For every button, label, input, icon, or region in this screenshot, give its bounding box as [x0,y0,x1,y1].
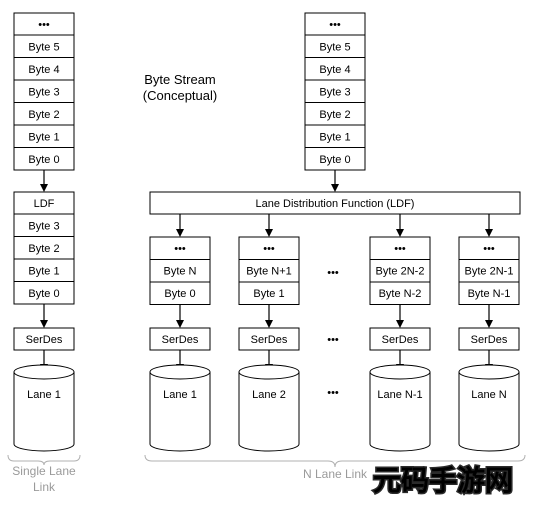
lane-ellipsis: ••• [483,243,495,255]
byte-stream-caption-line2: (Conceptual) [143,88,217,103]
single-serdes-label: SerDes [26,334,63,346]
single-ldf-byte-label: Byte 0 [28,288,59,300]
lanes-gap-ellipsis-bytes: ••• [327,267,339,279]
single-stream-byte-label: Byte 0 [28,154,59,166]
n-lane-bracket [144,454,526,468]
single-ldf-byte-label: Byte 2 [28,243,59,255]
lane-serdes-label: SerDes [251,334,288,346]
lane-cylinder-body [458,372,520,452]
lane-bottom-byte-label: Byte 1 [253,288,284,300]
single-lane-cylinder-body [13,372,75,452]
single-lane-bracket [7,454,81,466]
single-lane-label: Lane 1 [27,389,61,401]
single-stream-byte-label: Byte 1 [28,131,59,143]
lane-cylinder-top [238,364,300,380]
single-lane-ldf-stack: LDF Byte 3 Byte 2 Byte 1 Byte 0 [13,191,75,305]
lane-serdes-label: SerDes [162,334,199,346]
single-lane-stream-stack: ••• Byte 5 Byte 4 Byte 3 Byte 2 Byte 1 Byte 0 [13,12,75,171]
lane-bottom-byte-label: Byte N-1 [468,288,511,300]
lane-label: Lane N-1 [377,389,422,401]
single-ldf-byte-label: Byte 3 [28,220,59,232]
single-stream-byte-label: Byte 4 [28,64,59,76]
lane-cylinder-top [149,364,211,380]
lane-serdes-label: SerDes [471,334,508,346]
lane-label: Lane 2 [252,389,286,401]
lane-serdes-label: SerDes [382,334,419,346]
single-stream-byte-label: Byte 5 [28,41,59,53]
lane-cylinder [369,364,431,452]
n-lane-stream-stack: ••• Byte 5 Byte 4 Byte 3 Byte 2 Byte 1 Byte 0 [304,12,366,171]
lane-distribution-function-box [149,191,521,215]
lane-cylinder [238,364,300,452]
single-stream-byte-label: Byte 3 [28,86,59,98]
lanes-gap-ellipsis-lanes: ••• [327,387,339,399]
n-stream-byte-label: Byte 3 [319,86,350,98]
byte-stream-caption-line1: Byte Stream [144,72,216,87]
lanes-gap-ellipsis-serdes: ••• [327,334,339,346]
lane-cylinder-body [149,372,211,452]
watermark-logo: 元码手游网 [371,463,514,499]
single-stream-byte-label: Byte 2 [28,109,59,121]
single-lane-footer-line2: Link [33,480,56,494]
n-stream-ellipsis: ••• [329,19,341,31]
single-ldf-byte-label: Byte 1 [28,265,59,277]
n-stream-byte-label: Byte 2 [319,109,350,121]
n-lane-footer: N Lane Link [303,467,368,481]
lane-label: Lane 1 [163,389,197,401]
lane-cylinder-body [369,372,431,452]
n-stream-byte-label: Byte 4 [319,64,350,76]
single-stream-ellipsis: ••• [38,19,50,31]
lane-ellipsis: ••• [394,243,406,255]
single-ldf-label: LDF [34,198,55,210]
lane-ellipsis: ••• [263,243,275,255]
n-stream-byte-label: Byte 0 [319,154,350,166]
lane-top-byte-label: Byte 2N-1 [465,266,514,278]
n-stream-byte-label: Byte 1 [319,131,350,143]
watermark-text: 元码手游网 [373,464,513,497]
lane-distribution-function-label: Lane Distribution Function (LDF) [256,198,415,210]
lane-top-byte-label: Byte N+1 [246,266,292,278]
lane-cylinder-top [458,364,520,380]
lane-top-byte-label: Byte N [163,266,196,278]
lane-ellipsis: ••• [174,243,186,255]
single-lane-cylinder-top [13,364,75,380]
lane-cylinder-body [238,372,300,452]
n-stream-byte-label: Byte 5 [319,41,350,53]
lane-top-byte-label: Byte 2N-2 [376,266,425,278]
lane-bottom-byte-label: Byte 0 [164,288,195,300]
lane-cylinder [149,364,211,452]
lane-label: Lane N [471,389,507,401]
lane-cylinder [458,364,520,452]
lane-bottom-byte-label: Byte N-2 [379,288,422,300]
single-lane-footer-line1: Single Lane [12,464,76,478]
single-lane-cylinder [13,364,75,452]
lane-cylinder-top [369,364,431,380]
